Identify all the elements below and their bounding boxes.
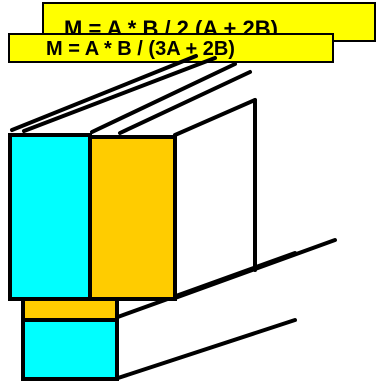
bottom-edge-line-3 <box>116 318 297 380</box>
main-layer-b <box>88 135 177 301</box>
lower-layer-a <box>21 318 119 381</box>
top-edge-line-3 <box>90 62 237 134</box>
main-layer-a <box>8 133 92 301</box>
bottom-edge-line-2 <box>113 251 297 320</box>
formula-label-front: M = A * B / (3A + 2B) <box>8 33 334 63</box>
top-edge-line-4 <box>118 70 252 135</box>
top-edge-line-1 <box>10 54 198 132</box>
top-edge-line-5 <box>173 98 257 137</box>
top-edge-line-2 <box>22 56 217 133</box>
